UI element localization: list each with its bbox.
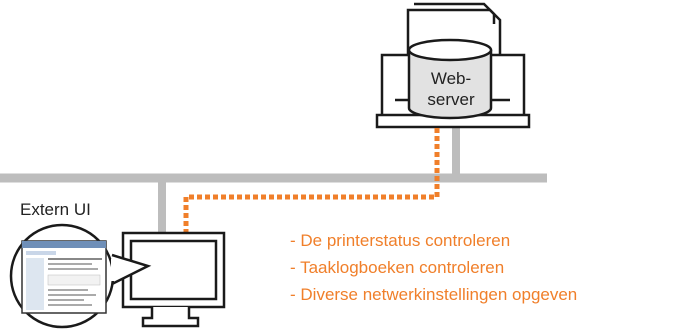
feature-item-joblogs: - Taaklogboeken controleren	[290, 258, 505, 277]
feature-item-network-settings: - Diverse netwerkinstellingen opgeven	[290, 285, 578, 304]
client-label: Extern UI	[20, 200, 91, 219]
server-label-line1: Web-	[431, 69, 471, 88]
connection-path	[183, 128, 440, 232]
server-label-line2: server	[427, 90, 475, 109]
browser-screenshot-icon	[21, 240, 107, 314]
monitor-icon	[121, 231, 226, 328]
feature-item-status: - De printerstatus controleren	[290, 231, 511, 250]
database-icon	[407, 38, 493, 120]
